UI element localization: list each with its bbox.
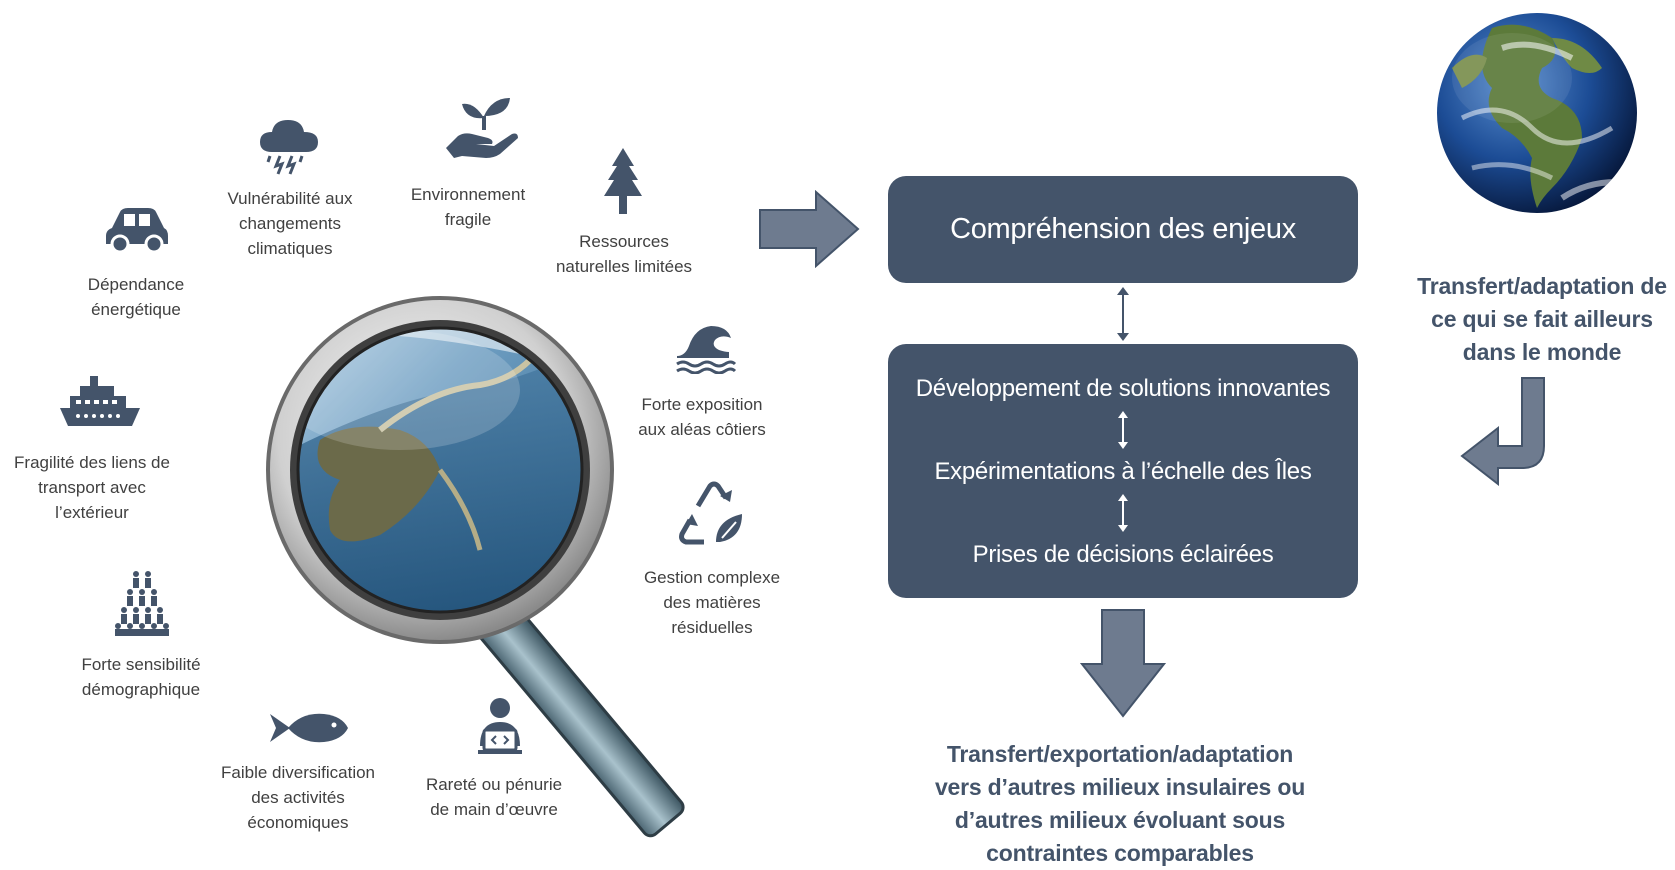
storm-cloud-icon [258, 114, 320, 176]
understanding-label: Compréhension des enjeux [950, 213, 1296, 245]
step-innovation: Développement de solutions innovantes [915, 374, 1331, 402]
double-arrow-icon [1118, 493, 1128, 532]
understanding-box: Compréhension des enjeux [888, 176, 1358, 283]
bent-arrow-icon [1460, 377, 1545, 486]
step-experimentation: Expérimentations à l’échelle des Îles [934, 457, 1312, 485]
crowd-icon [114, 570, 170, 636]
import-transfer-text: Transfert/adaptation de ce qui se fait a… [1417, 273, 1667, 365]
recycle-leaf-icon [676, 480, 748, 552]
magnifying-glass-illustration [266, 296, 685, 838]
globe-icon [1437, 13, 1637, 213]
export-transfer-text: Transfert/exportation/adaptation vers d’… [934, 741, 1306, 866]
wave-icon [675, 322, 737, 374]
down-arrow-icon [1080, 609, 1166, 718]
car-icon [104, 204, 170, 254]
worker-laptop-icon [476, 696, 524, 754]
fish-icon [268, 710, 350, 746]
process-steps-box: Développement de solutions innovantes Ex… [888, 344, 1358, 598]
hand-plant-icon [444, 94, 520, 160]
double-arrow-icon [1118, 410, 1128, 449]
step-decisions: Prises de décisions éclairées [972, 540, 1274, 568]
ship-icon [58, 374, 142, 430]
right-arrow-icon [759, 190, 860, 268]
double-arrow-icon [1117, 287, 1129, 341]
tree-icon [600, 146, 646, 218]
